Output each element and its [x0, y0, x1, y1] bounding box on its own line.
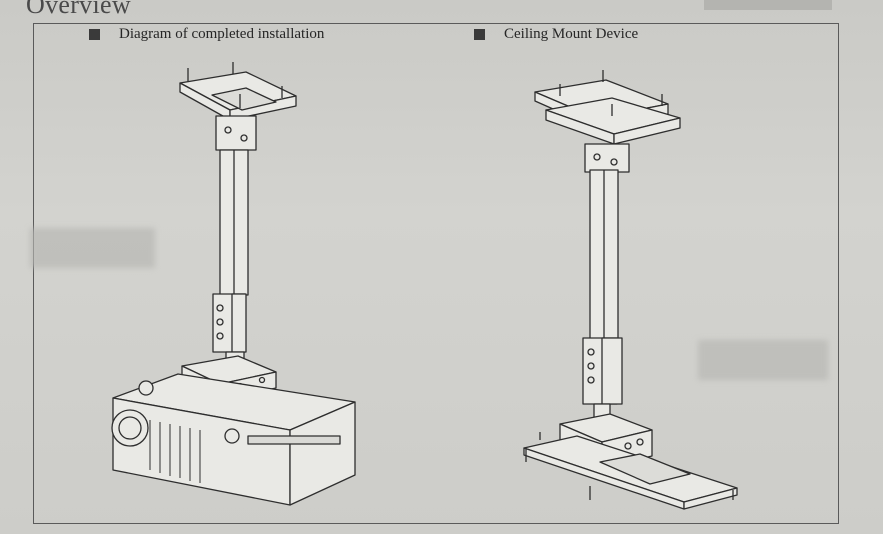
caption-ceiling-mount: Ceiling Mount Device [474, 26, 638, 43]
right-figure-ceiling-mount [523, 70, 738, 510]
bleed-through-block [698, 340, 828, 380]
left-figure-mount-with-projector [111, 62, 356, 506]
caption-completed-installation: Diagram of completed installation [89, 26, 324, 43]
bleed-through-block [30, 228, 155, 268]
caption-text: Ceiling Mount Device [504, 26, 639, 42]
square-bullet-icon [474, 29, 485, 40]
square-bullet-icon [89, 29, 100, 40]
page-tab-marker [704, 0, 832, 10]
section-heading: Overview [26, 0, 131, 19]
figure-frame [33, 23, 839, 524]
caption-text: Diagram of completed installation [119, 26, 325, 42]
